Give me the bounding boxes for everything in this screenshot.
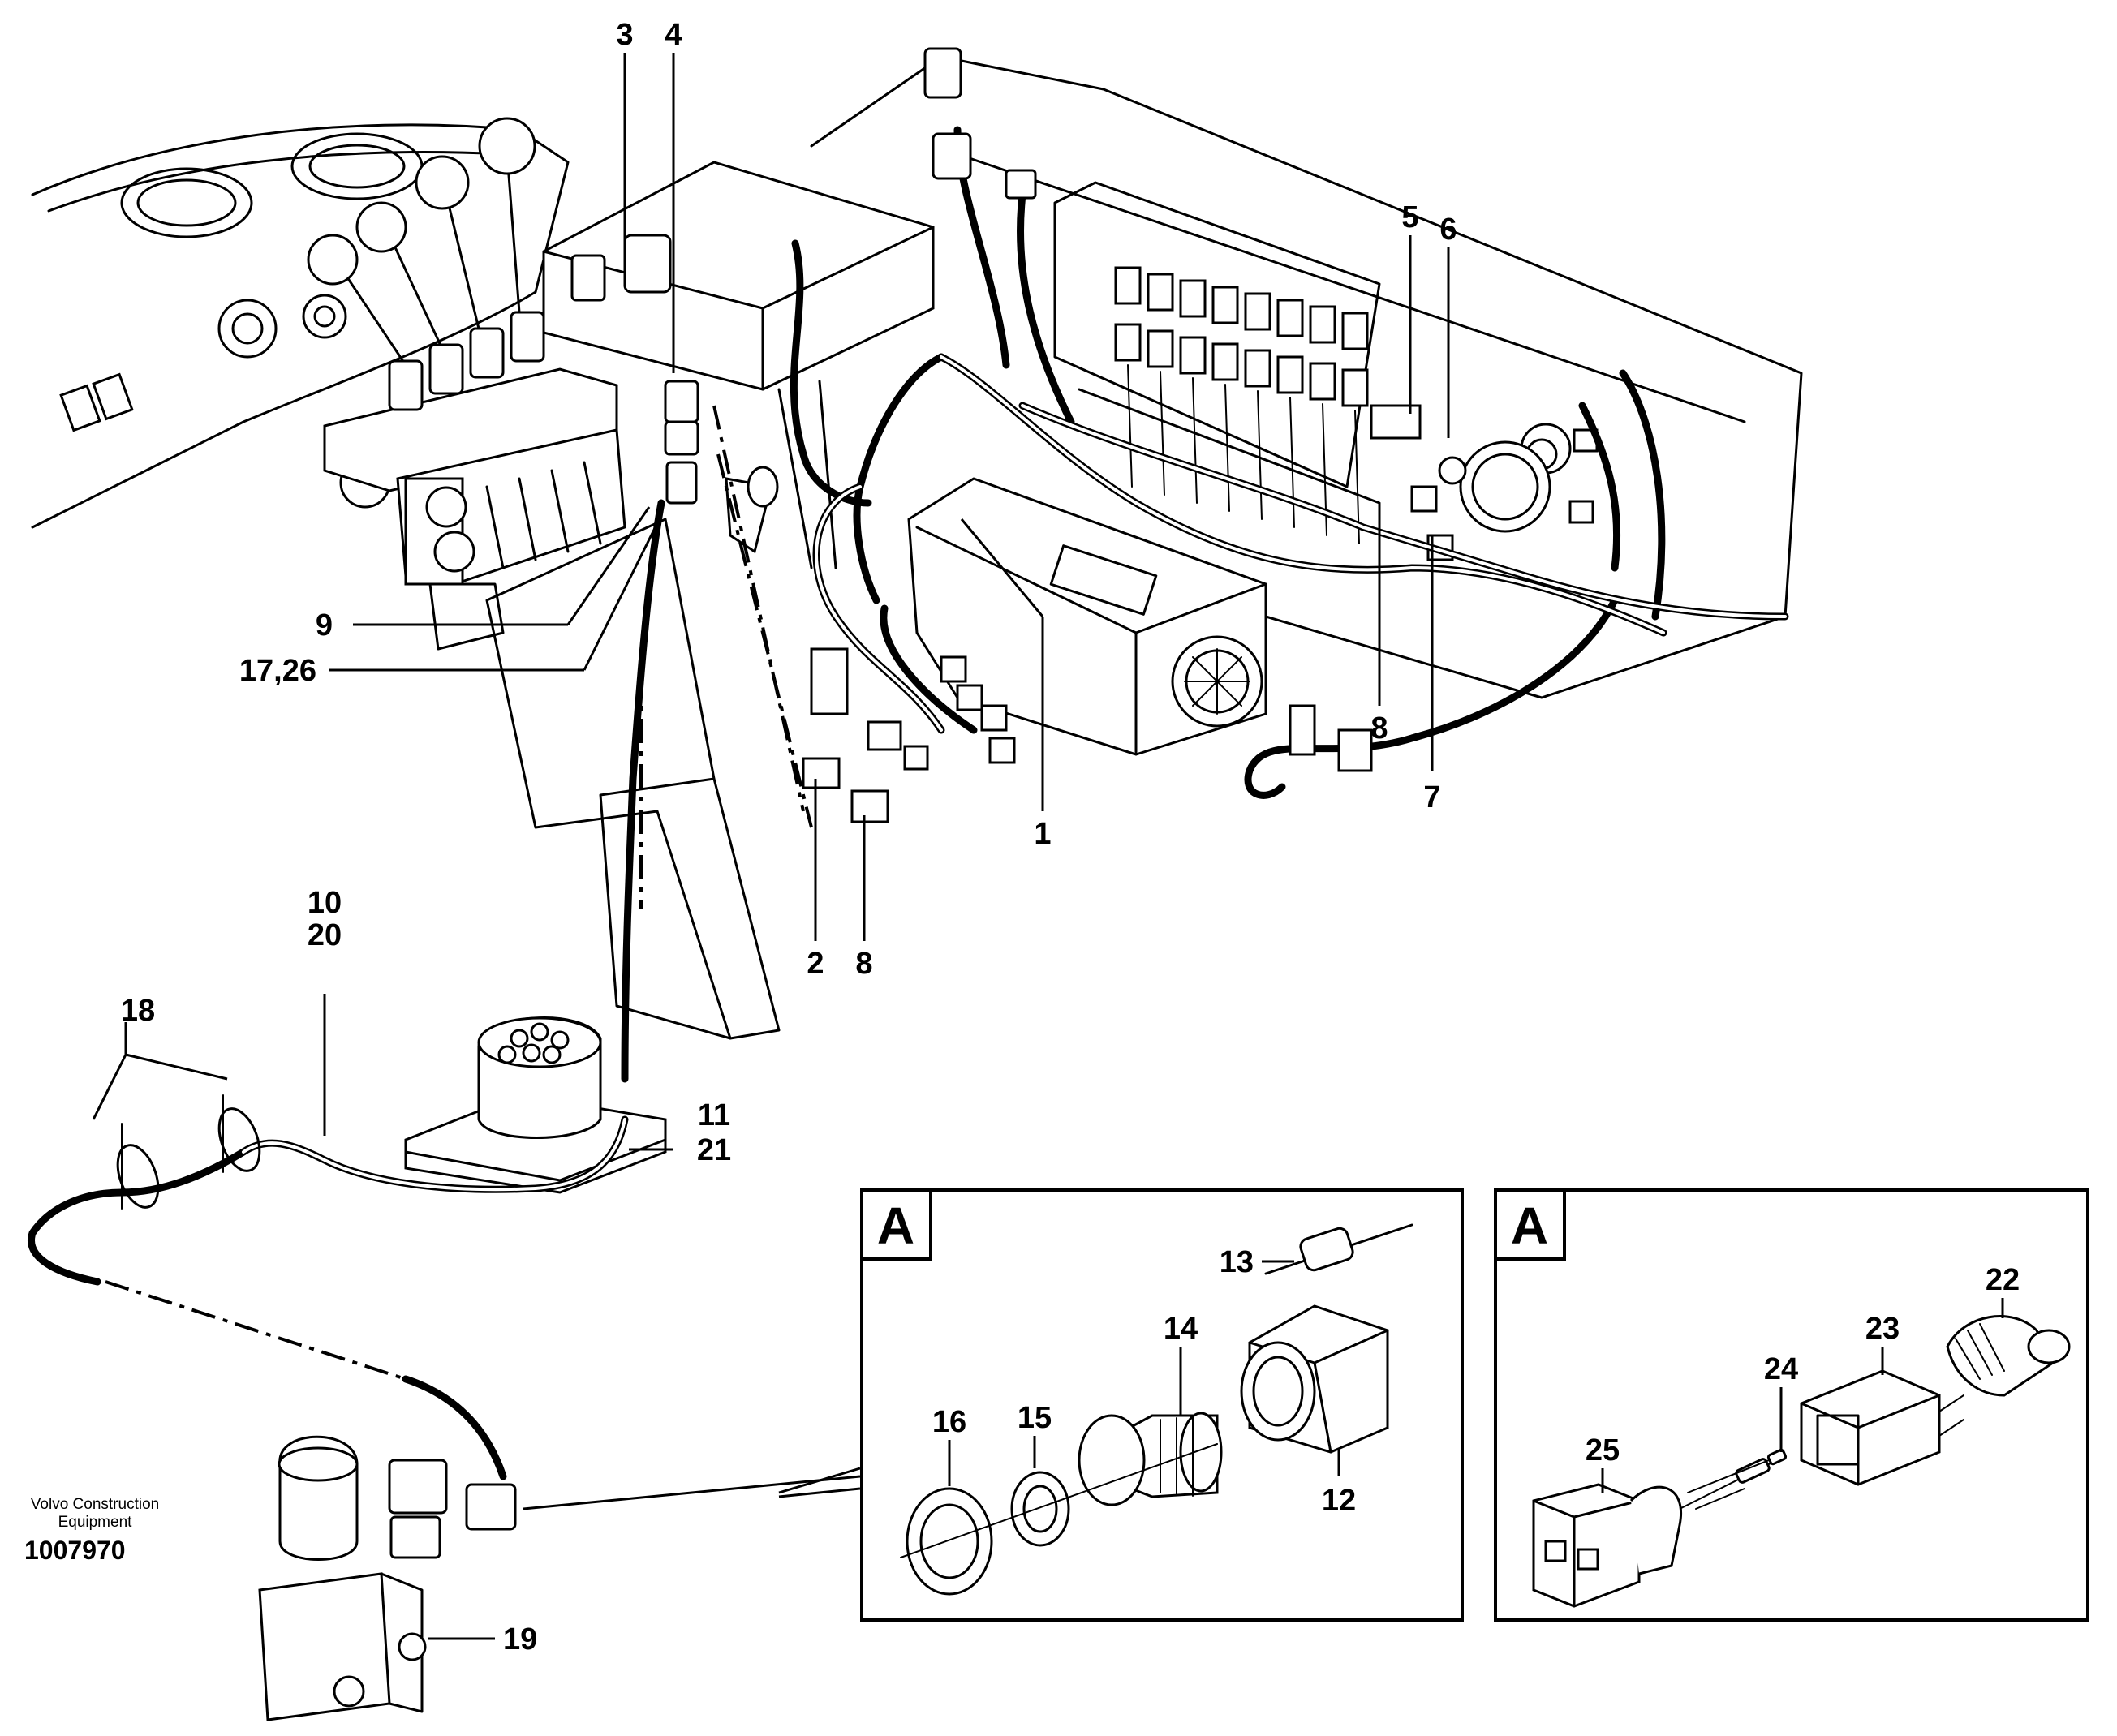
callout-24: 24 bbox=[1764, 1352, 1798, 1386]
inset-a-right bbox=[1494, 1188, 2089, 1622]
cable-10-20 bbox=[28, 1094, 629, 1480]
callout-10: 10 bbox=[308, 886, 342, 920]
callout-13: 13 bbox=[1220, 1245, 1254, 1279]
inset-a-left bbox=[860, 1188, 1464, 1622]
callout-21: 21 bbox=[697, 1133, 731, 1167]
callout-16: 16 bbox=[932, 1405, 966, 1439]
callout-23: 23 bbox=[1865, 1312, 1900, 1346]
inset-leader bbox=[523, 1467, 861, 1510]
harness-connectors bbox=[570, 47, 1373, 823]
credit-line-1: Volvo Construction bbox=[31, 1496, 159, 1513]
callout-14: 14 bbox=[1164, 1312, 1198, 1346]
inset-label-right: A bbox=[1511, 1197, 1548, 1255]
callout-17-26: 17,26 bbox=[239, 654, 316, 688]
callout-18: 18 bbox=[121, 994, 155, 1028]
callout-12: 12 bbox=[1322, 1484, 1356, 1518]
publisher-credit: Volvo Construction Equipment 1007970 bbox=[24, 1496, 159, 1565]
heater-box bbox=[907, 477, 1267, 756]
seat-joystick-base bbox=[404, 1016, 667, 1194]
callout-22: 22 bbox=[1986, 1263, 2020, 1297]
inset-labels: A A bbox=[877, 1197, 1548, 1255]
cable-routing bbox=[621, 405, 813, 1083]
control-lever-valve-block bbox=[307, 117, 781, 1040]
solenoid-valve-19 bbox=[258, 1435, 517, 1721]
main-wiring-harness bbox=[790, 126, 1789, 799]
callout-8-dash: 8 bbox=[1370, 711, 1388, 746]
dashboard-switch-panel bbox=[810, 55, 1803, 699]
callout-6: 6 bbox=[1439, 213, 1457, 247]
callout-3: 3 bbox=[616, 18, 633, 52]
callout-11: 11 bbox=[698, 1098, 730, 1132]
callout-20: 20 bbox=[308, 918, 342, 952]
figure-number: 1007970 bbox=[24, 1536, 126, 1565]
callout-4: 4 bbox=[665, 18, 682, 52]
callout-1: 1 bbox=[1034, 817, 1051, 851]
callout-labels: 1 2 3 4 5 6 7 8 8 9 17,26 10 20 11 21 18… bbox=[121, 18, 2020, 1657]
callout-15: 15 bbox=[1018, 1401, 1052, 1435]
credit-line-2: Equipment bbox=[58, 1514, 133, 1531]
callout-5: 5 bbox=[1401, 200, 1418, 234]
callout-9: 9 bbox=[316, 608, 333, 642]
callout-8-plug: 8 bbox=[855, 947, 872, 981]
callout-2: 2 bbox=[807, 947, 824, 981]
callout-19: 19 bbox=[503, 1622, 537, 1657]
inset-label-left: A bbox=[877, 1197, 914, 1255]
callout-leaders bbox=[92, 53, 1450, 1640]
callout-7: 7 bbox=[1423, 780, 1440, 814]
callout-25: 25 bbox=[1586, 1433, 1620, 1467]
